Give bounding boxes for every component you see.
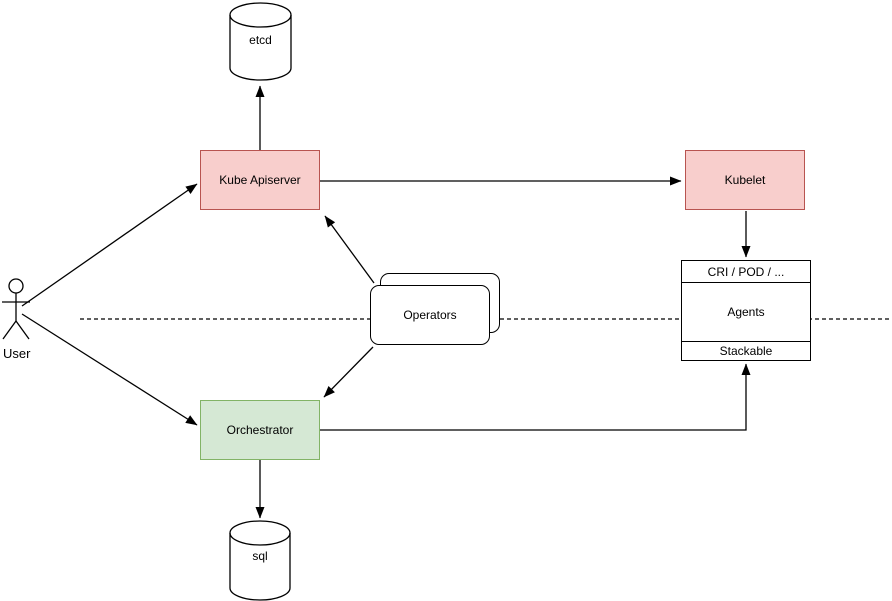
edge-user-to-kube-apiserver[interactable] — [21, 183, 198, 307]
kube-apiserver-label: Kube Apiserver — [219, 173, 301, 187]
kubelet-label: Kubelet — [724, 173, 766, 187]
etcd-database-icon[interactable] — [229, 2, 292, 81]
node-kubelet[interactable]: Kubelet — [685, 150, 805, 210]
agent-stack-row-stackable[interactable]: Stackable — [682, 341, 810, 360]
node-agent-stack[interactable]: CRI / POD / ... Agents Stackable — [681, 260, 811, 361]
operators-label: Operators — [403, 308, 457, 322]
orchestrator-label: Orchestrator — [226, 423, 294, 437]
node-orchestrator[interactable]: Orchestrator — [200, 400, 320, 460]
agent-stack-row-agents[interactable]: Agents — [682, 282, 810, 341]
edge-operators-to-orchestrator[interactable] — [323, 346, 374, 398]
agent-stack-row-cri-pod[interactable]: CRI / POD / ... — [682, 261, 810, 282]
node-operators[interactable]: Operators — [370, 285, 490, 345]
stackable-label: Stackable — [719, 344, 773, 358]
sql-database-icon[interactable] — [229, 520, 291, 601]
edge-orchestrator-to-stackable[interactable] — [320, 363, 751, 431]
cri-pod-label: CRI / POD / ... — [707, 264, 785, 279]
agents-label: Agents — [727, 305, 765, 319]
edge-user-to-orchestrator[interactable] — [21, 313, 198, 426]
user-actor-icon[interactable] — [2, 278, 30, 340]
edge-operators-to-kube-apiserver[interactable] — [324, 215, 375, 284]
node-kube-apiserver[interactable]: Kube Apiserver — [200, 150, 320, 210]
